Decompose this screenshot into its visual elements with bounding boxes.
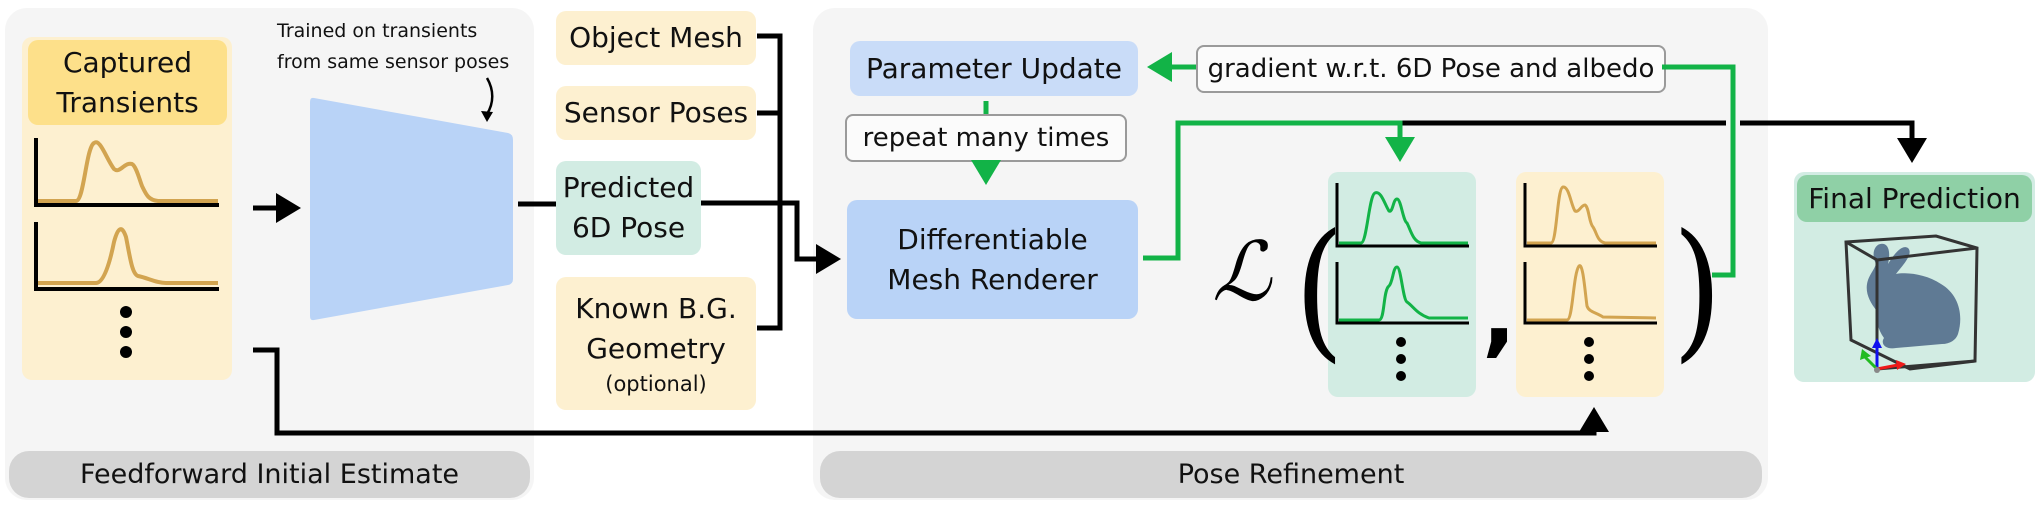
repeat-tag: repeat many times	[845, 114, 1127, 162]
object-mesh-box: Object Mesh	[556, 11, 756, 65]
training-note-line2: from same sensor poses	[277, 51, 510, 73]
rendered-ellipsis	[1396, 337, 1406, 381]
captured-curve-1	[38, 140, 218, 203]
captured-ellipsis	[120, 306, 132, 358]
bg-geometry-box: Known B.G. Geometry (optional)	[556, 277, 756, 410]
gradient-tag: gradient w.r.t. 6D Pose and albedo	[1196, 45, 1666, 93]
loss-close-paren: )	[1672, 203, 1723, 377]
captured-copy-ellipsis	[1584, 337, 1594, 381]
bounding-box-front	[1845, 240, 1978, 371]
loss-comma: ,	[1482, 262, 1517, 367]
predicted-pose-box: Predicted 6D Pose	[556, 161, 701, 255]
network-trapezoid	[310, 97, 513, 321]
bunny-prediction	[1844, 234, 1979, 373]
axis-origin	[1874, 367, 1880, 373]
bg-geometry-line2: Geometry	[586, 331, 726, 365]
captured-copy-curve-2	[1527, 264, 1657, 322]
object-mesh-label: Object Mesh	[569, 21, 743, 54]
captured-curve-2	[38, 227, 218, 285]
rendered-curve-1	[1339, 191, 1468, 245]
rendered-plot-1	[1335, 183, 1469, 248]
parameter-update-label: Parameter Update	[866, 51, 1122, 85]
captured-plot-1	[34, 138, 219, 207]
arrow-loss-to-gradient	[1662, 64, 1736, 278]
arrow-renderer-to-rendered	[1143, 120, 1415, 261]
line-object-mesh	[757, 33, 783, 331]
rendered-plot-2	[1335, 262, 1469, 325]
arrow-pose-to-renderer	[701, 200, 841, 274]
axis-y-icon	[1862, 354, 1879, 371]
captured-copy-curve-1	[1527, 185, 1656, 245]
arrow-captured-to-loss	[253, 347, 1609, 436]
sensor-poses-box: Sensor Poses	[556, 86, 756, 140]
captured-copy-plot-1	[1523, 183, 1657, 248]
final-prediction-title: Final Prediction	[1797, 175, 2032, 222]
bg-geometry-optional: (optional)	[605, 371, 707, 396]
arrow-to-final	[1740, 120, 1927, 163]
gradient-tag-label: gradient w.r.t. 6D Pose and albedo	[1207, 54, 1655, 84]
renderer-line1: Differentiable	[897, 222, 1088, 256]
captured-plot-2	[34, 222, 219, 291]
captured-title-line1: Captured	[62, 45, 193, 79]
sensor-poses-label: Sensor Poses	[563, 96, 749, 129]
captured-transients-title: Captured Transients	[28, 40, 227, 125]
training-note-arrowhead	[481, 111, 493, 122]
rendered-curve-2	[1339, 265, 1468, 322]
parameter-update-box: Parameter Update	[850, 41, 1138, 96]
loss-symbol: ℒ	[1212, 225, 1272, 320]
captured-title-line2: Transients	[56, 85, 199, 119]
feedforward-phase-label: Feedforward Initial Estimate	[9, 451, 530, 498]
renderer-line2: Mesh Renderer	[887, 262, 1098, 296]
training-note-arrow	[485, 77, 494, 115]
repeat-tag-label: repeat many times	[862, 123, 1110, 153]
captured-copy-plot-2	[1523, 262, 1657, 325]
predicted-pose-line2: 6D Pose	[571, 211, 686, 244]
bg-geometry-line1: Known B.G.	[575, 291, 737, 325]
predicted-pose-line1: Predicted	[562, 171, 695, 204]
training-note-line1: Trained on transients	[277, 20, 478, 42]
axis-x-icon	[1876, 363, 1899, 371]
refinement-phase-label: Pose Refinement	[820, 451, 1762, 498]
renderer-box: Differentiable Mesh Renderer	[847, 200, 1138, 319]
final-prediction-label: Final Prediction	[1808, 181, 2021, 215]
training-note: Trained on transients from same sensor p…	[277, 16, 509, 78]
bunny-icon	[1866, 243, 1961, 349]
